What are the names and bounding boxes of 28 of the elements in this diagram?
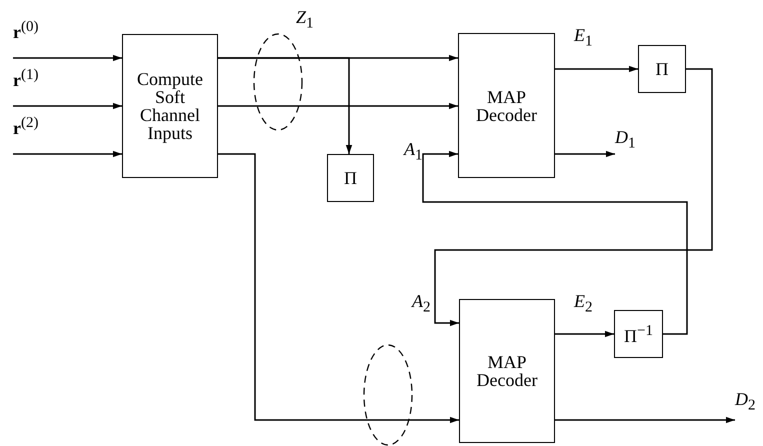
arrow [555, 150, 615, 158]
arrow [13, 150, 122, 158]
output-label: D$_{2}$ [735, 390, 756, 414]
input-label: r$^{(0)}$ [13, 20, 38, 41]
arrow [555, 330, 614, 338]
input-label: r$^{(1)}$ [13, 68, 38, 89]
arrow [13, 102, 122, 110]
arrow [218, 102, 458, 110]
process-box: MAP Decoder [458, 33, 555, 178]
arrow [434, 68, 713, 326]
signal-label: A$_{2}$ [412, 292, 430, 316]
process-box: MAP Decoder [459, 299, 555, 443]
arrow [13, 54, 122, 62]
interleaver-box: Π [638, 45, 686, 93]
signal-label: Z$_{1}$ [296, 8, 314, 32]
deinterleaver-box: Π$^{−1}$ [614, 310, 663, 358]
input-label: r$^{(2)}$ [13, 116, 38, 137]
arrow [555, 416, 735, 424]
signal-label: E$_{1}$ [574, 26, 592, 50]
signal-label: E$_{2}$ [574, 292, 592, 316]
interleaver-box: Π [327, 154, 374, 202]
arrow [555, 66, 638, 72]
arrow [218, 57, 352, 154]
arrow [422, 150, 688, 335]
signal-label: A$_{1}$ [404, 140, 422, 164]
arrow [218, 153, 459, 424]
output-label: D$_{1}$ [615, 128, 636, 152]
process-box: Compute Soft Channel Inputs [122, 34, 218, 178]
